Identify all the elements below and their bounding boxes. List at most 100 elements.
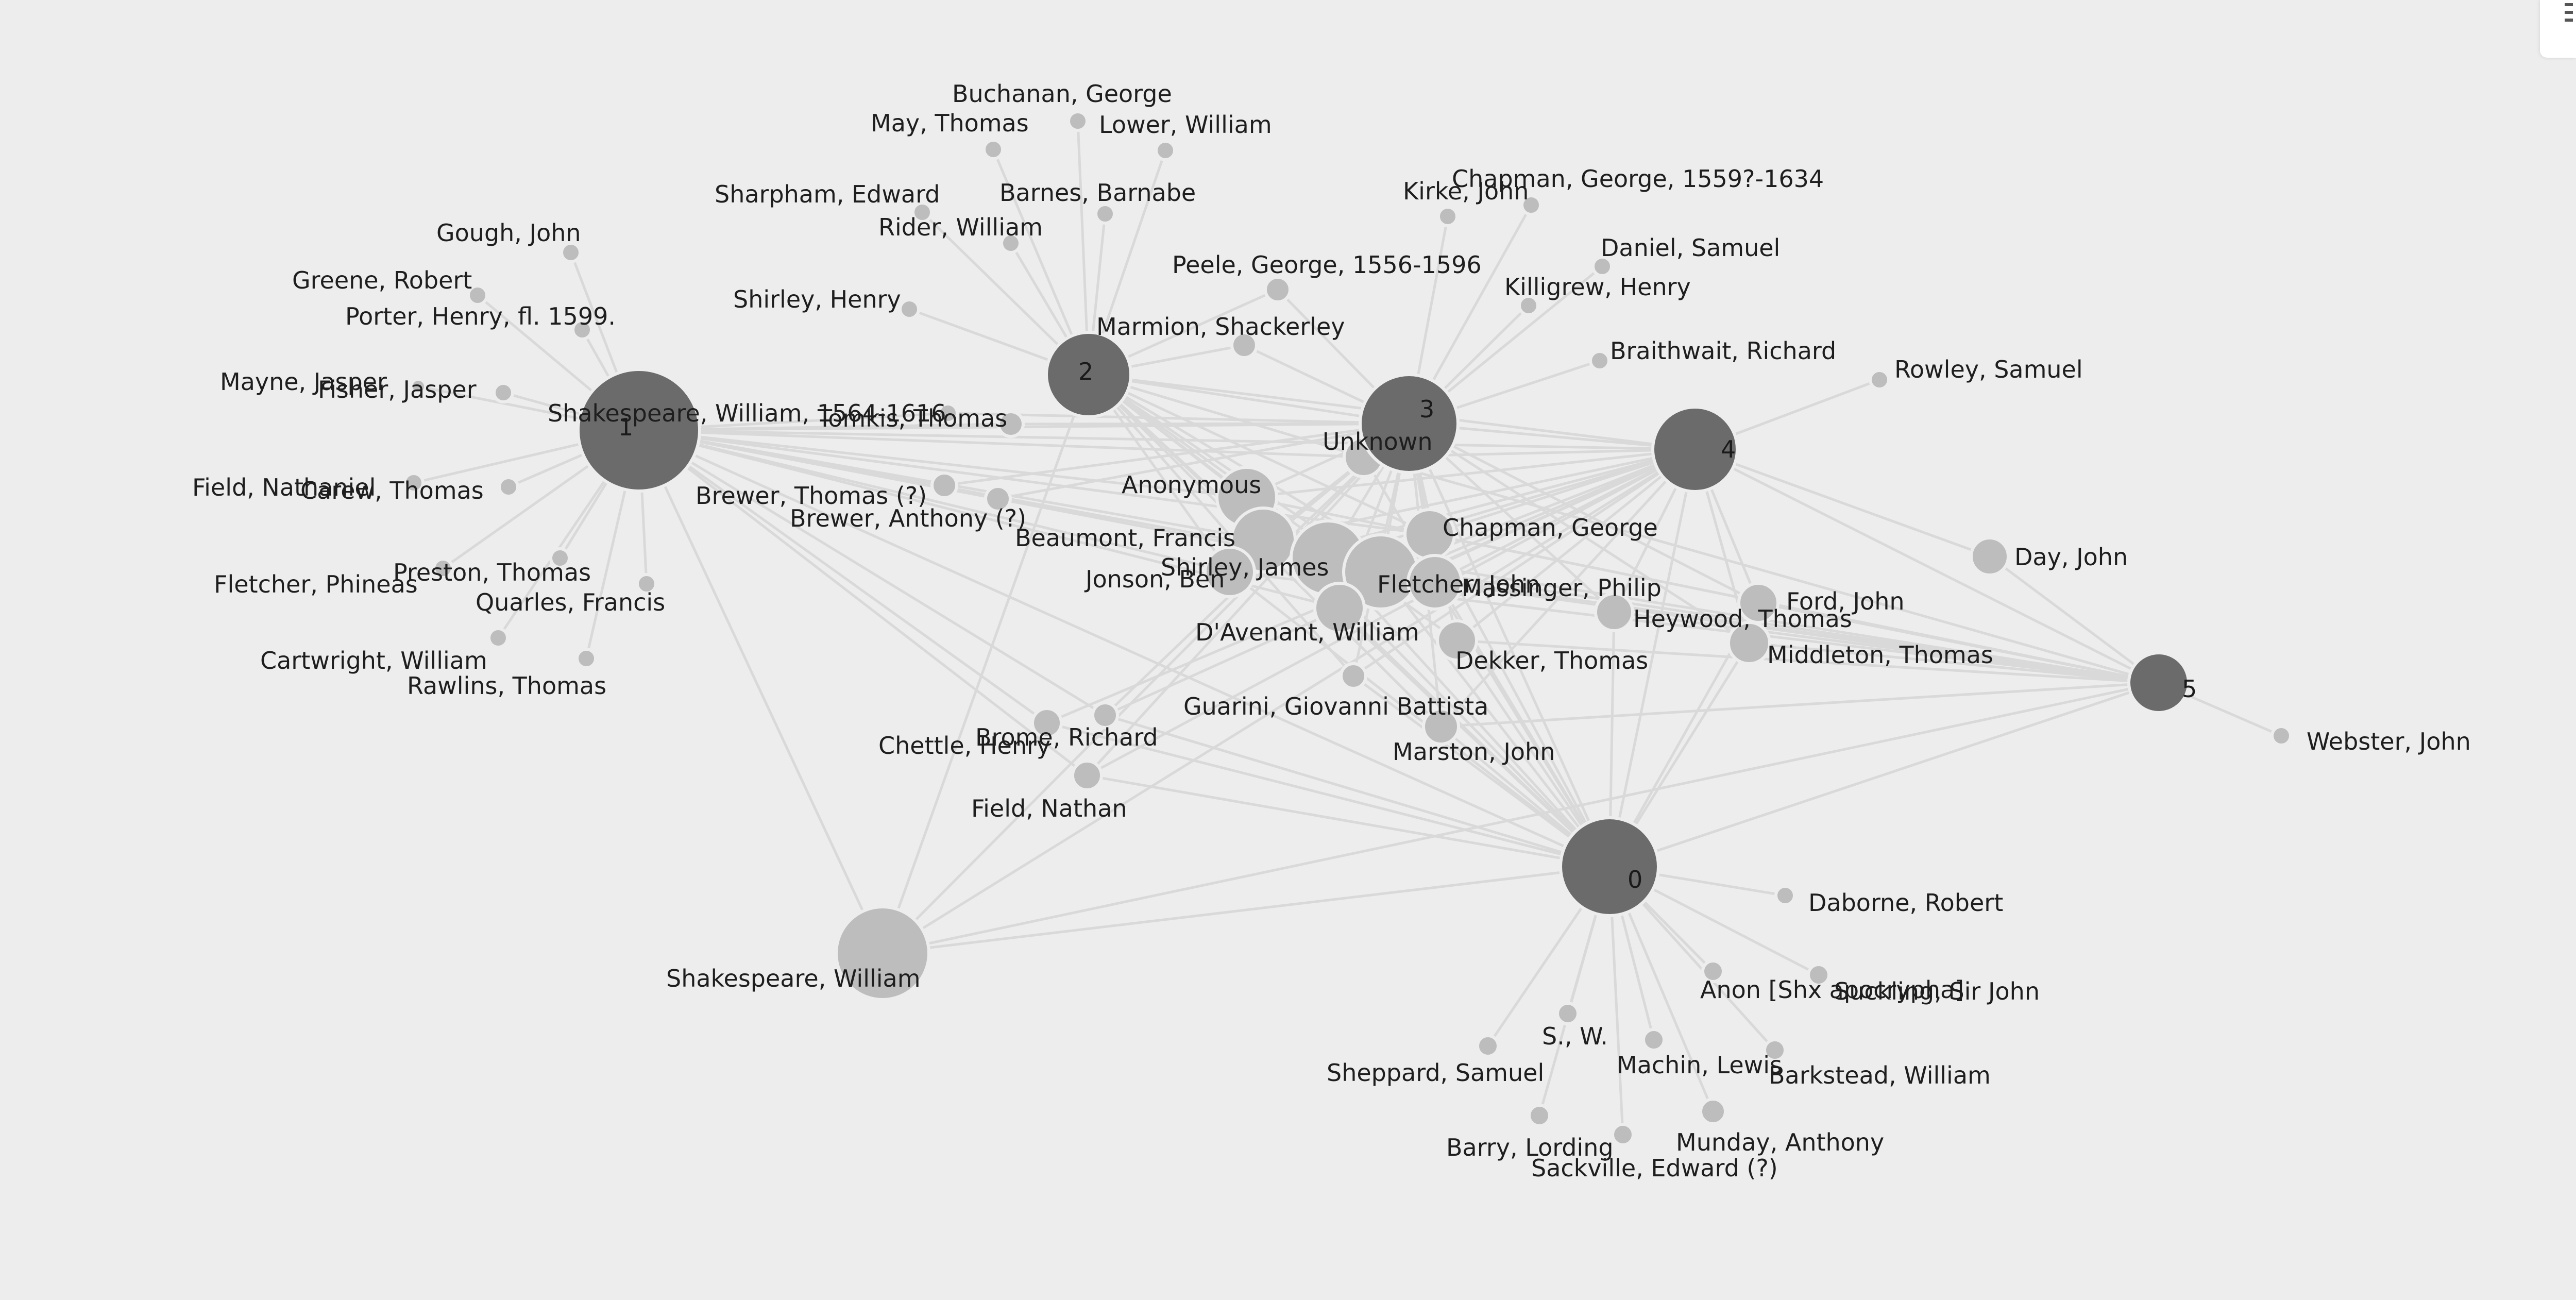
author-node-day-john[interactable] <box>1970 536 2010 577</box>
edge <box>1246 448 1696 499</box>
author-node-barkstead-william[interactable] <box>1763 1038 1787 1062</box>
edge <box>638 429 1106 717</box>
author-node-daborne-robert[interactable] <box>1774 885 1796 906</box>
author-node-middleton-thomas[interactable] <box>1727 621 1771 665</box>
edge <box>1456 639 2159 684</box>
menu-toggle-button[interactable] <box>2540 0 2576 58</box>
author-node-marmion-shackerley[interactable] <box>1230 331 1258 359</box>
edge <box>882 681 2159 955</box>
author-node-mayne-jasper[interactable] <box>410 378 427 395</box>
author-label: Anon [Shx apocrypha] <box>1700 976 1964 1004</box>
author-label: Killigrew, Henry <box>1504 273 1691 301</box>
author-node-machin-lewis[interactable] <box>1642 1028 1666 1052</box>
author-node-carew-thomas[interactable] <box>498 476 519 498</box>
author-node-barry-lording[interactable] <box>1528 1104 1551 1127</box>
author-label: Marmion, Shackerley <box>1096 313 1345 341</box>
author-label: Massinger, Philip <box>1462 574 1662 602</box>
author-node-field-nathan[interactable] <box>1071 759 1103 791</box>
edge <box>997 422 1410 500</box>
author-node-suckling-sir-john[interactable] <box>1807 963 1831 987</box>
author-node-fisher-jasper[interactable] <box>493 382 514 403</box>
author-node-sharpham-edward[interactable] <box>911 201 933 223</box>
author-node-greene-robert[interactable] <box>467 284 488 306</box>
author-node-shakespeare-william-1564-1616[interactable] <box>937 402 959 424</box>
author-label: Carew, Thomas <box>300 477 484 504</box>
author-node-braithwait-richard[interactable] <box>1589 350 1611 372</box>
edge <box>1352 674 1611 868</box>
edge <box>1088 373 1431 536</box>
author-label: Field, Nathaniel <box>192 474 376 501</box>
author-node-heywood-thomas[interactable] <box>1594 592 1634 632</box>
edge <box>1408 422 1759 604</box>
author-node-webster-john[interactable] <box>2270 725 2292 747</box>
author-node-peele-george-1556-1596[interactable] <box>1264 276 1292 303</box>
author-node-quarles-francis[interactable] <box>636 573 657 595</box>
edge <box>944 422 1410 487</box>
author-label: Barkstead, William <box>1769 1061 1991 1089</box>
edge <box>1363 455 2159 684</box>
author-node-rawlins-thomas[interactable] <box>575 648 597 669</box>
edge <box>638 429 1611 868</box>
author-node-kirke-john[interactable] <box>1437 206 1459 227</box>
author-node-fletcher-phineas[interactable] <box>432 558 454 579</box>
author-node-rowley-samuel[interactable] <box>1869 369 1890 391</box>
author-label: Lower, William <box>1099 111 1272 139</box>
author-node-munday-anthony[interactable] <box>1699 1098 1727 1125</box>
author-label: Ford, John <box>1786 587 1905 615</box>
author-label: Daniel, Samuel <box>1601 234 1780 262</box>
author-label: May, Thomas <box>871 109 1029 137</box>
author-node-massinger-philip[interactable] <box>1406 554 1463 611</box>
author-node-chapman-george-1559-1634[interactable] <box>1520 194 1542 216</box>
author-label: Heywood, Thomas <box>1633 605 1852 633</box>
author-label: Tomkis, Thomas <box>817 404 1007 432</box>
cluster-node-0[interactable] <box>1559 816 1660 917</box>
author-node-anon-shx-apocrypha[interactable] <box>1701 959 1725 983</box>
author-label: Shirley, James <box>1161 553 1329 581</box>
author-node-guarini-giovanni-battista[interactable] <box>1340 662 1367 690</box>
author-label: Kirke, John <box>1403 177 1529 205</box>
edge <box>1408 422 1750 645</box>
author-node-sheppard-samuel[interactable] <box>1476 1034 1500 1058</box>
author-node-marston-john[interactable] <box>1422 707 1460 746</box>
author-node-jonson-ben[interactable] <box>1204 546 1256 598</box>
edge <box>1749 641 2159 684</box>
author-node-may-thomas[interactable] <box>982 139 1004 160</box>
cluster-node-4[interactable] <box>1651 406 1739 493</box>
author-node-s-w[interactable] <box>1556 1002 1580 1025</box>
author-node-sackville-edward[interactable] <box>1611 1123 1635 1146</box>
author-label: Porter, Henry, fl. 1599. <box>345 302 616 330</box>
author-node-barnes-barnabe[interactable] <box>1094 203 1116 225</box>
author-node-porter-henry-fl-1599[interactable] <box>571 319 593 341</box>
author-node-lower-william[interactable] <box>1155 140 1176 161</box>
author-node-shakespeare-william[interactable] <box>835 905 930 1001</box>
author-node-d-avenant-william[interactable] <box>1313 582 1366 634</box>
author-node-preston-thomas[interactable] <box>549 547 571 569</box>
author-label: Machin, Lewis <box>1617 1051 1782 1079</box>
author-label: Anonymous <box>1122 471 1261 499</box>
author-node-chettle-henry[interactable] <box>1031 707 1063 739</box>
cluster-node-3[interactable] <box>1359 373 1460 474</box>
author-node-dekker-thomas[interactable] <box>1436 619 1478 662</box>
edge <box>1086 448 1696 777</box>
author-node-tomkis-thomas[interactable] <box>997 410 1025 438</box>
author-label: Jonson, Ben <box>1084 565 1225 593</box>
edge <box>882 423 1410 954</box>
author-node-rider-william[interactable] <box>1000 232 1022 254</box>
author-node-killigrew-henry[interactable] <box>1518 295 1539 316</box>
author-label: Chettle, Henry <box>878 732 1050 759</box>
cluster-node-2[interactable] <box>1045 331 1132 418</box>
author-label: Gough, John <box>436 219 581 247</box>
author-node-cartwright-william[interactable] <box>487 627 509 649</box>
author-node-gough-john[interactable] <box>560 242 582 263</box>
cluster-node-5[interactable] <box>2127 651 2190 714</box>
author-node-daniel-samuel[interactable] <box>1591 256 1613 277</box>
cluster-node-1[interactable] <box>577 368 701 493</box>
author-node-shirley-henry[interactable] <box>899 298 920 320</box>
author-node-brewer-thomas[interactable] <box>930 471 958 499</box>
author-node-field-nathaniel[interactable] <box>403 472 425 494</box>
author-node-ford-john[interactable] <box>1737 582 1780 624</box>
author-node-brome-richard[interactable] <box>1091 701 1119 729</box>
author-node-buchanan-george[interactable] <box>1067 110 1089 132</box>
author-node-brewer-anthony[interactable] <box>984 485 1012 513</box>
